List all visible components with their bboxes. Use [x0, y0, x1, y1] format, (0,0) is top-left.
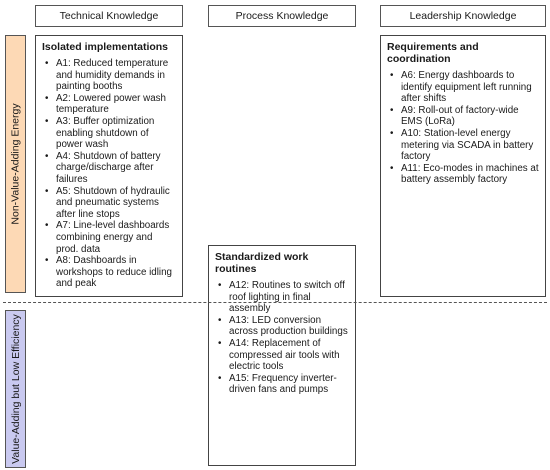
row-label-value-adding-text: Value-Adding but Low Efficiency: [9, 314, 22, 464]
list-item: A10: Station-level energy metering via S…: [387, 128, 539, 163]
row-label-non-value-adding: Non-Value-Adding Energy: [5, 35, 26, 293]
row-divider-dashed-line: [3, 302, 547, 303]
list-item: A3: Buffer optimization enabling shutdow…: [42, 116, 176, 151]
list-item: A5: Shutdown of hydraulic and pneumatic …: [42, 186, 176, 221]
cell-title: Isolated implementations: [42, 41, 169, 53]
list-item: A9: Roll-out of factory-wide EMS (LoRa): [387, 105, 539, 128]
item-list: A12: Routines to switch off roof lightin…: [215, 280, 349, 396]
list-item: A2: Lowered power wash temperature: [42, 93, 176, 116]
list-item: A1: Reduced temperature and humidity dem…: [42, 58, 176, 93]
list-item: A11: Eco-modes in machines at battery as…: [387, 163, 539, 186]
item-list: A1: Reduced temperature and humidity dem…: [42, 58, 176, 290]
list-item: A8: Dashboards in workshops to reduce id…: [42, 255, 176, 290]
row-label-non-value-adding-text: Non-Value-Adding Energy: [9, 103, 22, 225]
list-item: A12: Routines to switch off roof lightin…: [215, 280, 349, 315]
list-item: A14: Replacement of compressed air tools…: [215, 338, 349, 373]
cell-title: Standardized work routines: [215, 251, 309, 275]
cell-title: Requirements and coordination: [387, 41, 479, 65]
cell-leadership-non-value-adding: Requirements and coordination A6: Energy…: [380, 35, 546, 297]
column-header-leadership: Leadership Knowledge: [380, 5, 546, 27]
list-item: A6: Energy dashboards to identify equipm…: [387, 70, 539, 105]
column-header-technical: Technical Knowledge: [35, 5, 183, 27]
list-item: A15: Frequency inverter-driven fans and …: [215, 373, 349, 396]
column-header-process: Process Knowledge: [208, 5, 356, 27]
list-item: A7: Line-level dashboards combining ener…: [42, 220, 176, 255]
list-item: A4: Shutdown of battery charge/discharge…: [42, 151, 176, 186]
cell-technical-non-value-adding: Isolated implementations A1: Reduced tem…: [35, 35, 183, 297]
cell-process-standardized: Standardized work routines A12: Routines…: [208, 245, 356, 466]
list-item: A13: LED conversion across production bu…: [215, 315, 349, 338]
row-label-value-adding: Value-Adding but Low Efficiency: [5, 310, 26, 468]
item-list: A6: Energy dashboards to identify equipm…: [387, 70, 539, 186]
